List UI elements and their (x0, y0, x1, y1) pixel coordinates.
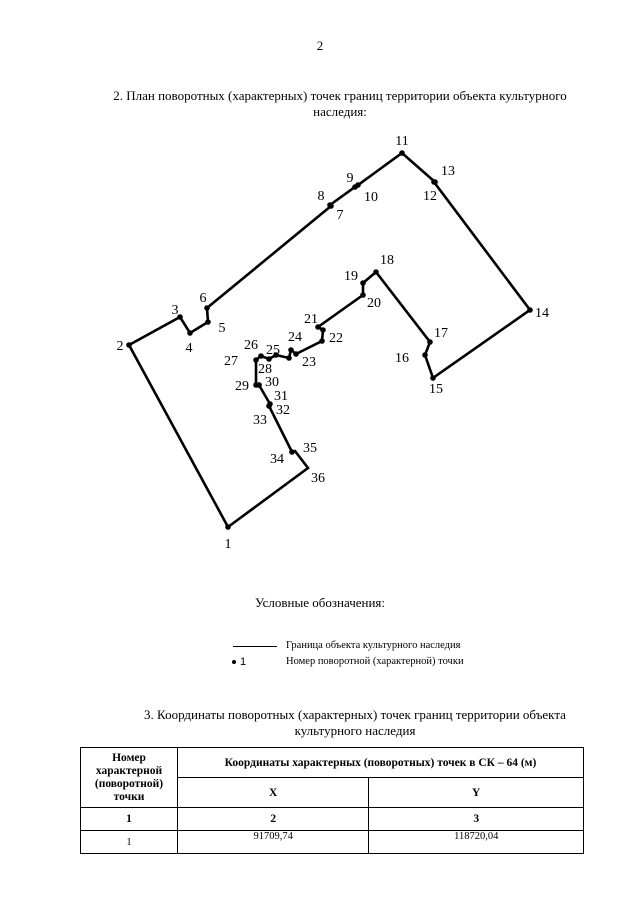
header-point-number-line4: точки (113, 790, 145, 803)
legend-point-number: 1 (240, 656, 247, 668)
turning-point-label-35: 35 (303, 441, 317, 456)
turning-point-marker-5 (205, 319, 211, 325)
legend-title: Условные обозначения: (254, 595, 386, 610)
section-2-title-line1: 2. План поворотных (характерных) точек г… (113, 88, 567, 103)
turning-point-label-16: 16 (395, 351, 409, 366)
turning-point-marker-10 (355, 182, 361, 188)
turning-point-label-15: 15 (429, 382, 443, 397)
turning-point-label-23: 23 (302, 355, 316, 370)
turning-point-marker-14 (527, 307, 533, 313)
legend-boundary-line (233, 646, 277, 647)
turning-point-label-8: 8 (318, 189, 325, 204)
turning-point-marker-8 (327, 202, 333, 208)
turning-point-label-2: 2 (117, 339, 124, 354)
turning-point-marker-26 (286, 355, 292, 361)
turning-point-label-6: 6 (200, 291, 207, 306)
turning-point-marker-27 (273, 352, 279, 358)
turning-point-label-26: 26 (244, 338, 258, 353)
turning-point-label-9: 9 (347, 171, 354, 186)
turning-point-label-12: 12 (423, 189, 437, 204)
turning-point-marker-17 (427, 339, 433, 345)
section-3-title: 3. Координаты поворотных (характерных) т… (120, 707, 590, 739)
coordinates-table: Номер характерной (поворотной) точки Коо… (80, 747, 584, 854)
turning-point-marker-24 (293, 351, 299, 357)
row-point-number: 1 (80, 830, 178, 854)
header-point-number-line1: Номер (112, 751, 146, 764)
turning-point-marker-3 (177, 314, 183, 320)
turning-point-marker-13 (431, 179, 437, 185)
turning-point-label-32: 32 (276, 403, 290, 418)
turning-point-marker-25 (288, 347, 294, 353)
turning-point-marker-6 (204, 305, 210, 311)
turning-point-label-24: 24 (288, 330, 302, 345)
turning-point-marker-21 (315, 324, 321, 330)
turning-point-marker-1 (225, 524, 231, 530)
turning-point-label-29: 29 (235, 379, 249, 394)
section-2-title: 2. План поворотных (характерных) точек г… (100, 88, 580, 120)
turning-point-label-11: 11 (395, 134, 408, 149)
legend-point-dot-icon (232, 660, 236, 665)
page-number: 2 (316, 38, 324, 53)
turning-point-marker-2 (126, 342, 132, 348)
turning-point-marker-15 (430, 375, 436, 381)
turning-point-label-18: 18 (380, 253, 394, 268)
turning-point-label-7: 7 (337, 208, 344, 223)
turning-point-marker-22 (320, 327, 326, 333)
turning-point-label-20: 20 (367, 296, 381, 311)
turning-point-label-36: 36 (311, 471, 325, 486)
turning-point-label-19: 19 (344, 269, 358, 284)
turning-point-marker-29 (258, 353, 264, 359)
section-3-title-line1: 3. Координаты поворотных (характерных) т… (144, 707, 566, 722)
turning-point-marker-4 (187, 330, 193, 336)
turning-point-label-14: 14 (535, 306, 549, 321)
table-row: 1 91709,74 118720,04 (80, 830, 584, 854)
section-2-title-line2: наследия: (313, 104, 367, 119)
turning-point-marker-20 (360, 292, 366, 298)
turning-point-marker-18 (373, 269, 379, 275)
legend-point-marker: 1 (232, 656, 246, 668)
header-x: X (176, 777, 370, 808)
header-point-number: Номер характерной (поворотной) точки (80, 747, 178, 808)
turning-point-label-17: 17 (434, 326, 448, 341)
turning-point-marker-35 (266, 403, 272, 409)
turning-point-label-33: 33 (253, 413, 267, 428)
turning-point-marker-19 (360, 280, 366, 286)
section-3-title-line2: культурного наследия (294, 723, 416, 738)
turning-point-label-27: 27 (224, 354, 238, 369)
turning-point-label-3: 3 (172, 303, 179, 318)
row-x-value: 91709,74 (176, 830, 370, 854)
turning-point-marker-11 (399, 150, 405, 156)
column-index-1: 1 (80, 807, 178, 831)
column-index-2: 2 (176, 807, 370, 831)
column-index-3: 3 (368, 807, 584, 831)
turning-point-label-13: 13 (441, 164, 455, 179)
turning-point-marker-33 (256, 382, 262, 388)
turning-point-label-10: 10 (364, 190, 378, 205)
header-point-number-line2: характерной (95, 764, 163, 777)
turning-point-label-34: 34 (270, 452, 284, 467)
turning-point-marker-36 (289, 449, 295, 455)
turning-point-label-31: 31 (274, 389, 288, 404)
turning-points-layer: 1234567891011121314151617181920212223242… (117, 134, 550, 552)
legend-point-label: Номер поворотной (характерной) точки (286, 656, 464, 667)
column-index-row: 1 2 3 (80, 807, 584, 831)
turning-point-marker-23 (319, 338, 325, 344)
row-y-value: 118720,04 (368, 830, 584, 854)
legend-boundary-label: Граница объекта культурного наследия (286, 640, 461, 651)
header-y: Y (368, 777, 584, 808)
turning-point-label-21: 21 (304, 312, 318, 327)
turning-point-marker-16 (422, 352, 428, 358)
turning-point-label-22: 22 (329, 331, 343, 346)
turning-point-marker-28 (266, 356, 272, 362)
turning-point-marker-30 (253, 357, 259, 363)
turning-point-label-30: 30 (265, 375, 279, 390)
header-point-number-line3: (поворотной) (94, 777, 164, 790)
boundary-plan-diagram: 1234567891011121314151617181920212223242… (117, 134, 550, 552)
turning-point-label-5: 5 (219, 321, 226, 336)
header-coordinates: Координаты характерных (поворотных) точе… (177, 747, 584, 778)
turning-point-label-4: 4 (186, 341, 193, 356)
turning-point-label-28: 28 (258, 362, 272, 377)
turning-point-label-1: 1 (225, 537, 232, 552)
